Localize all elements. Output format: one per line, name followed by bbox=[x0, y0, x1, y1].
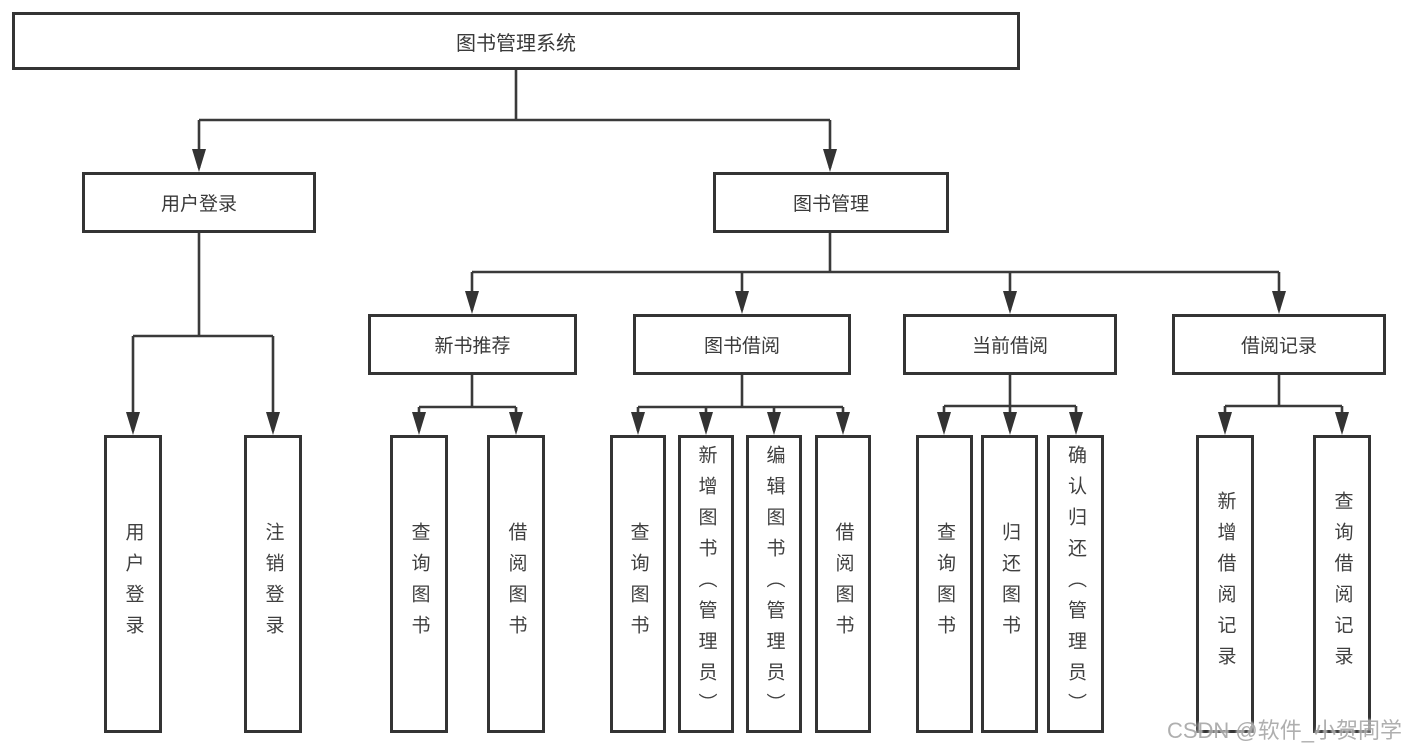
leaf-query-borrow-record: 查询借阅记录 bbox=[1313, 435, 1371, 733]
leaf-query-books: 查询图书 bbox=[390, 435, 448, 733]
node-current-borrowing-label: 当前借阅 bbox=[971, 336, 1048, 357]
node-new-book-recommend: 新书推荐 bbox=[368, 314, 577, 375]
node-root-label: 图书管理系统 bbox=[456, 32, 576, 55]
leaf-query-borrow-record-label: 查询借阅记录 bbox=[1331, 491, 1353, 677]
node-user-login: 用户登录 bbox=[82, 172, 316, 233]
leaf-add-borrow-record: 新增借阅记录 bbox=[1196, 435, 1254, 733]
leaf-add-borrow-record-label: 新增借阅记录 bbox=[1214, 491, 1236, 677]
node-root-system: 图书管理系统 bbox=[12, 12, 1020, 70]
node-book-management: 图书管理 bbox=[713, 172, 949, 233]
node-book-management-label: 图书管理 bbox=[792, 194, 869, 215]
leaf-query-books-2-label: 查询图书 bbox=[627, 522, 649, 646]
leaf-user-login: 用户登录 bbox=[104, 435, 162, 733]
leaf-logout-label: 注销登录 bbox=[262, 522, 284, 646]
leaf-query-books-3: 查询图书 bbox=[916, 435, 973, 733]
node-borrow-records: 借阅记录 bbox=[1172, 314, 1386, 375]
node-book-borrowing: 图书借阅 bbox=[633, 314, 851, 375]
leaf-borrow-books-2: 借阅图书 bbox=[815, 435, 871, 733]
leaf-return-books: 归还图书 bbox=[981, 435, 1038, 733]
leaf-confirm-return-admin-label: 确认归还（管理员） bbox=[1065, 444, 1086, 724]
watermark: CSDN @软件_小贺同学 bbox=[1166, 718, 1402, 743]
leaf-edit-books-admin-label: 编辑图书（管理员） bbox=[763, 444, 785, 724]
node-current-borrowing: 当前借阅 bbox=[903, 314, 1117, 375]
leaf-user-login-label: 用户登录 bbox=[122, 522, 144, 646]
leaf-query-books-label: 查询图书 bbox=[408, 522, 430, 646]
node-user-login-label: 用户登录 bbox=[160, 194, 237, 215]
leaf-return-books-label: 归还图书 bbox=[999, 522, 1020, 646]
leaf-edit-books-admin: 编辑图书（管理员） bbox=[746, 435, 802, 733]
leaf-confirm-return-admin: 确认归还（管理员） bbox=[1047, 435, 1104, 733]
leaf-logout: 注销登录 bbox=[244, 435, 302, 733]
leaf-borrow-books: 借阅图书 bbox=[487, 435, 545, 733]
leaf-query-books-2: 查询图书 bbox=[610, 435, 666, 733]
leaf-borrow-books-label: 借阅图书 bbox=[505, 522, 527, 646]
leaf-borrow-books-2-label: 借阅图书 bbox=[832, 522, 854, 646]
node-book-borrowing-label: 图书借阅 bbox=[703, 336, 780, 357]
leaf-add-books-admin: 新增图书（管理员） bbox=[678, 435, 734, 733]
leaf-query-books-3-label: 查询图书 bbox=[934, 522, 955, 646]
node-new-book-recommend-label: 新书推荐 bbox=[434, 336, 511, 357]
leaf-add-books-admin-label: 新增图书（管理员） bbox=[695, 444, 717, 724]
node-borrow-records-label: 借阅记录 bbox=[1240, 336, 1317, 357]
